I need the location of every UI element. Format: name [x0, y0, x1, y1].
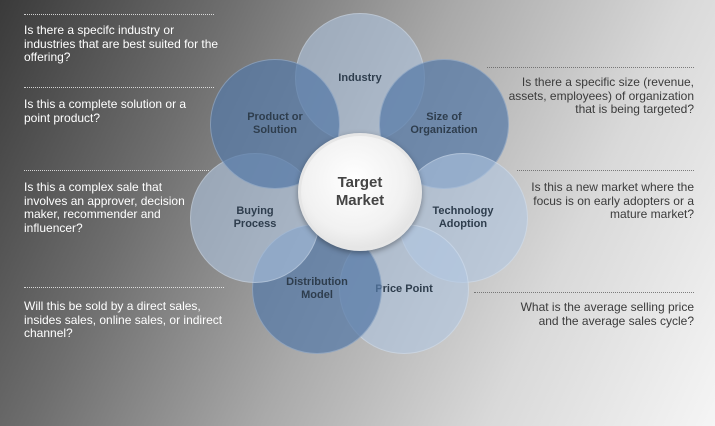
petal-distribution-label-2: Model — [301, 289, 333, 301]
petal-size-label-2: Organization — [410, 124, 478, 136]
divider-left-1 — [24, 14, 214, 15]
question-industry: Is there a specifc industry or industrie… — [24, 23, 219, 64]
center-label-1: Target — [337, 174, 383, 191]
petal-product-label-1: Product or — [247, 111, 303, 123]
center-label-2: Market — [335, 192, 385, 209]
petal-technology-label-1: Technology — [432, 205, 494, 217]
question-distribution-model: Will this be sold by a direct sales, ins… — [24, 299, 223, 340]
question-buying-process: Is this a complex sale that involves an … — [24, 180, 185, 235]
petal-buying-label-2: Process — [233, 218, 277, 230]
divider-left-4 — [24, 287, 224, 288]
question-technology-adoption: Is this a new market where the focus is … — [531, 180, 694, 221]
petal-size-label-1: Size of — [426, 111, 462, 123]
question-price-point: What is the average selling price and th… — [520, 300, 694, 328]
divider-left-3 — [24, 170, 209, 171]
divider-right-3 — [474, 292, 694, 293]
center-target-market: Target Market — [298, 133, 422, 251]
petal-price-point-label: Price Point — [375, 282, 433, 295]
divider-right-1 — [487, 67, 694, 68]
petal-buying-label-1: Buying — [236, 205, 274, 217]
petal-industry-label: Industry — [338, 71, 382, 84]
question-size-of-organization: Is there a specific size (revenue, asset… — [508, 75, 694, 116]
petal-distribution-label-1: Distribution — [286, 276, 348, 288]
divider-right-2 — [517, 170, 694, 171]
question-product-solution: Is this a complete solution or a point p… — [24, 97, 187, 125]
petal-product-label-2: Solution — [253, 124, 297, 136]
divider-left-2 — [24, 87, 214, 88]
petal-technology-label-2: Adoption — [438, 218, 488, 230]
